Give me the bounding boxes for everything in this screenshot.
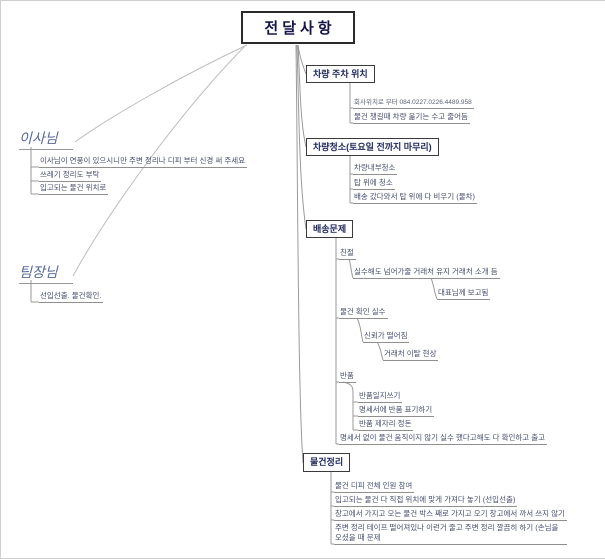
node-returns-item[interactable]: 명세서에 반품 표기하기 [358, 405, 435, 417]
edge-root-cleaning [297, 44, 307, 148]
edge-returns-children [342, 381, 358, 431]
node-cleaning[interactable]: 차량청소(토요일 전까지 마무리) [306, 138, 439, 156]
node-organize-item[interactable]: 창고에서 가지고 오는 물건 박스 째로 가지고 오기 창고에서 까서 쓰지 않… [334, 509, 567, 521]
edge-root-organize [295, 44, 304, 464]
node-cleaning-item[interactable]: 탑 위에 청소 [353, 178, 395, 190]
node-parking-item[interactable]: 회사위치로 부터 084.0227.0226.4489.958 [353, 98, 474, 109]
edge-director-children [30, 147, 39, 195]
node-organize-item[interactable]: 주변 정리 테이프 떨어져있나 이런거 줄고 주변 정리 깔끔히 하기 (손님을… [334, 523, 567, 545]
node-director-item[interactable]: 이사님이 연풍이 있으시니만 주변 정리나 디피 부터 신경 써 주세요 [39, 156, 248, 168]
edge-root-delivery [296, 44, 307, 230]
node-leader-item[interactable]: 선입선출. 물건확인. [39, 291, 104, 303]
node-kindness-detail[interactable]: 실수해도 넘어가줄 거래처 유지 거래처 소개 듬 [353, 267, 500, 279]
edge-root-parking [297, 44, 307, 75]
node-mistake-trust[interactable]: 신뢰가 떨어짐 [363, 331, 410, 343]
node-parking-item[interactable]: 물건 챙길때 차량 옮기는 수고 줄어듬 [353, 112, 470, 124]
node-organize-item[interactable]: 물건 디피 전체 인원 참여 [334, 481, 415, 493]
node-returns-item[interactable]: 반품일지쓰기 [358, 391, 403, 403]
node-organize-item[interactable]: 입고되는 물건 다 직접 위치에 맞게 가져다 놓기 (선입선출) [334, 495, 518, 507]
node-director-item[interactable]: 입고되는 물건 위치로 [39, 183, 109, 195]
node-kindness[interactable]: 친절 [339, 248, 356, 260]
node-cleaning-item[interactable]: 배송 갔다와서 탑 위에 다 비우기 (물차) [353, 192, 477, 204]
node-cleaning-item[interactable]: 차량내부청소 [353, 163, 398, 175]
node-delivery[interactable]: 배송문제 [306, 220, 354, 238]
node-mistake[interactable]: 물건 확인 실수 [339, 307, 388, 319]
node-returns[interactable]: 반품 [339, 371, 356, 383]
edge-delivery-children [335, 238, 339, 445]
node-leader[interactable]: 팀장님 [19, 262, 73, 284]
node-delivery-note[interactable]: 명세서 없이 물건 움직이지 않기 실수 했다고해도 다 확인하고 출고 [339, 433, 548, 445]
node-returns-item[interactable]: 반품 제자리 정돈 [358, 419, 414, 431]
root-node[interactable]: 전달사항 [241, 11, 355, 44]
node-kindness-report[interactable]: 대표님께 보고됨 [437, 288, 491, 300]
node-mistake-churn[interactable]: 거래처 이탈 현상 [383, 349, 439, 361]
node-director-item[interactable]: 쓰레기 정리도 부탁 [39, 170, 102, 182]
node-parking[interactable]: 차량 주차 위치 [306, 65, 375, 83]
node-director[interactable]: 이사님 [19, 128, 73, 150]
edge-root-director [74, 44, 248, 143]
node-organize[interactable]: 물건정리 [303, 453, 351, 472]
